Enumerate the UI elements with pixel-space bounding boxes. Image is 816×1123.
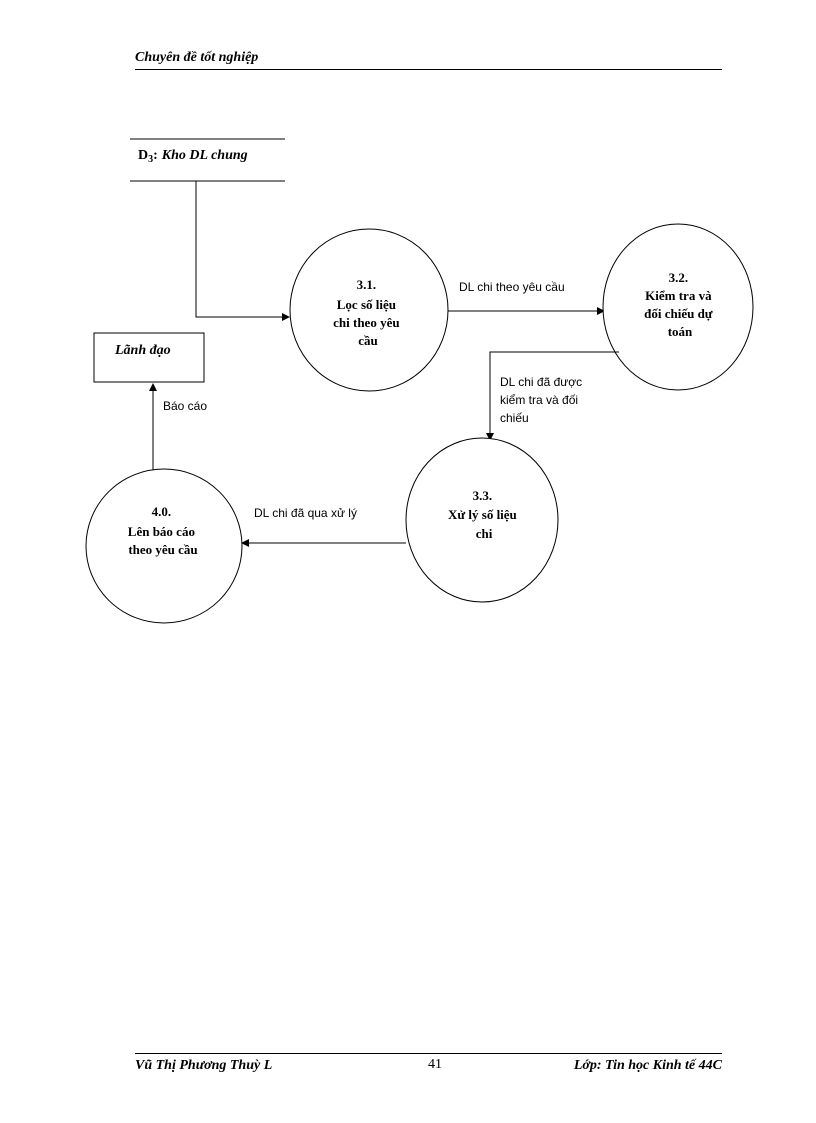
process-3-2-label: 3.2. Kiểm tra và đối chiếu dự toán — [644, 270, 716, 339]
process-3-3: 3.3. Xử lý số liệu chi — [405, 437, 559, 603]
data-store-label: D3:Kho DL chung — [138, 148, 248, 165]
process-3-2-circle — [602, 223, 754, 391]
process-3-1-line: cầu — [358, 333, 378, 348]
flow-3-1-to-3-2-label: DL chi theo yêu cầu — [459, 280, 565, 294]
data-store-name: Kho DL chung — [161, 148, 248, 163]
process-3-1: 3.1. Lọc số liệu chi theo yêu cầu — [289, 228, 449, 392]
footer-rule — [135, 1053, 722, 1054]
process-3-2: 3.2. Kiểm tra và đối chiếu dự toán — [602, 223, 754, 391]
data-store-d3: D3:Kho DL chung — [130, 138, 285, 182]
process-3-1-line: 3.1. — [357, 277, 377, 292]
process-4-0: 4.0. Lên báo cáo theo yêu cầu — [85, 468, 243, 624]
process-3-2-line: Kiểm tra và — [645, 288, 712, 303]
flow-3-2-to-3-3-line: DL chi đã được — [500, 375, 582, 389]
process-3-3-line: 3.3. — [473, 488, 493, 503]
entity-label: Lãnh đạo — [114, 343, 171, 358]
flow-3-3-to-4-0-label: DL chi đã qua xử lý — [254, 506, 357, 520]
flow-3-2-to-3-3 — [486, 351, 619, 441]
process-4-0-circle — [85, 468, 243, 624]
entity-box — [93, 332, 205, 383]
process-3-1-label: 3.1. Lọc số liệu chi theo yêu cầu — [333, 277, 403, 348]
process-3-1-circle — [289, 228, 449, 392]
data-store-id: D — [138, 148, 148, 163]
flow-3-2-to-3-3-line: kiểm tra và đối — [500, 393, 578, 407]
process-3-3-circle — [405, 437, 559, 603]
page-header: Chuyên đề tốt nghiệp — [135, 50, 722, 70]
process-3-1-line: Lọc số liệu — [337, 297, 396, 312]
process-3-2-line: toán — [668, 324, 693, 339]
process-3-2-line: 3.2. — [669, 270, 689, 285]
page-number: 41 — [428, 1057, 442, 1072]
process-3-3-line: Xử lý số liệu — [448, 507, 517, 522]
external-entity-lanh-dao: Lãnh đạo — [93, 332, 205, 383]
flow-store-to-3-1 — [195, 181, 290, 321]
process-4-0-line: 4.0. — [152, 504, 172, 519]
process-4-0-label: 4.0. Lên báo cáo theo yêu cầu — [128, 504, 198, 557]
process-4-0-line: theo yêu cầu — [128, 542, 197, 557]
flow-3-2-to-3-3-line: chiếu — [500, 411, 529, 425]
process-3-1-line: chi theo yêu — [333, 315, 399, 330]
footer-author: Vũ Thị Phương Thuỳ L — [135, 1058, 273, 1073]
process-4-0-line: Lên báo cáo — [128, 524, 195, 539]
header-title: Chuyên đề tốt nghiệp — [135, 50, 259, 65]
footer-class-info: Lớp: Tin học Kinh tế 44C — [573, 1058, 722, 1073]
process-3-3-line: chi — [476, 526, 493, 541]
process-3-2-line: đối chiếu dự — [644, 306, 713, 321]
data-store-subscript: 3 — [148, 154, 153, 165]
process-3-3-label: 3.3. Xử lý số liệu chi — [448, 488, 520, 541]
flow-3-2-to-3-3-label: DL chi đã được kiểm tra và đối chiếu — [500, 375, 586, 425]
flow-4-0-to-entity-label: Báo cáo — [163, 399, 207, 413]
data-store-separator: : — [153, 148, 158, 163]
